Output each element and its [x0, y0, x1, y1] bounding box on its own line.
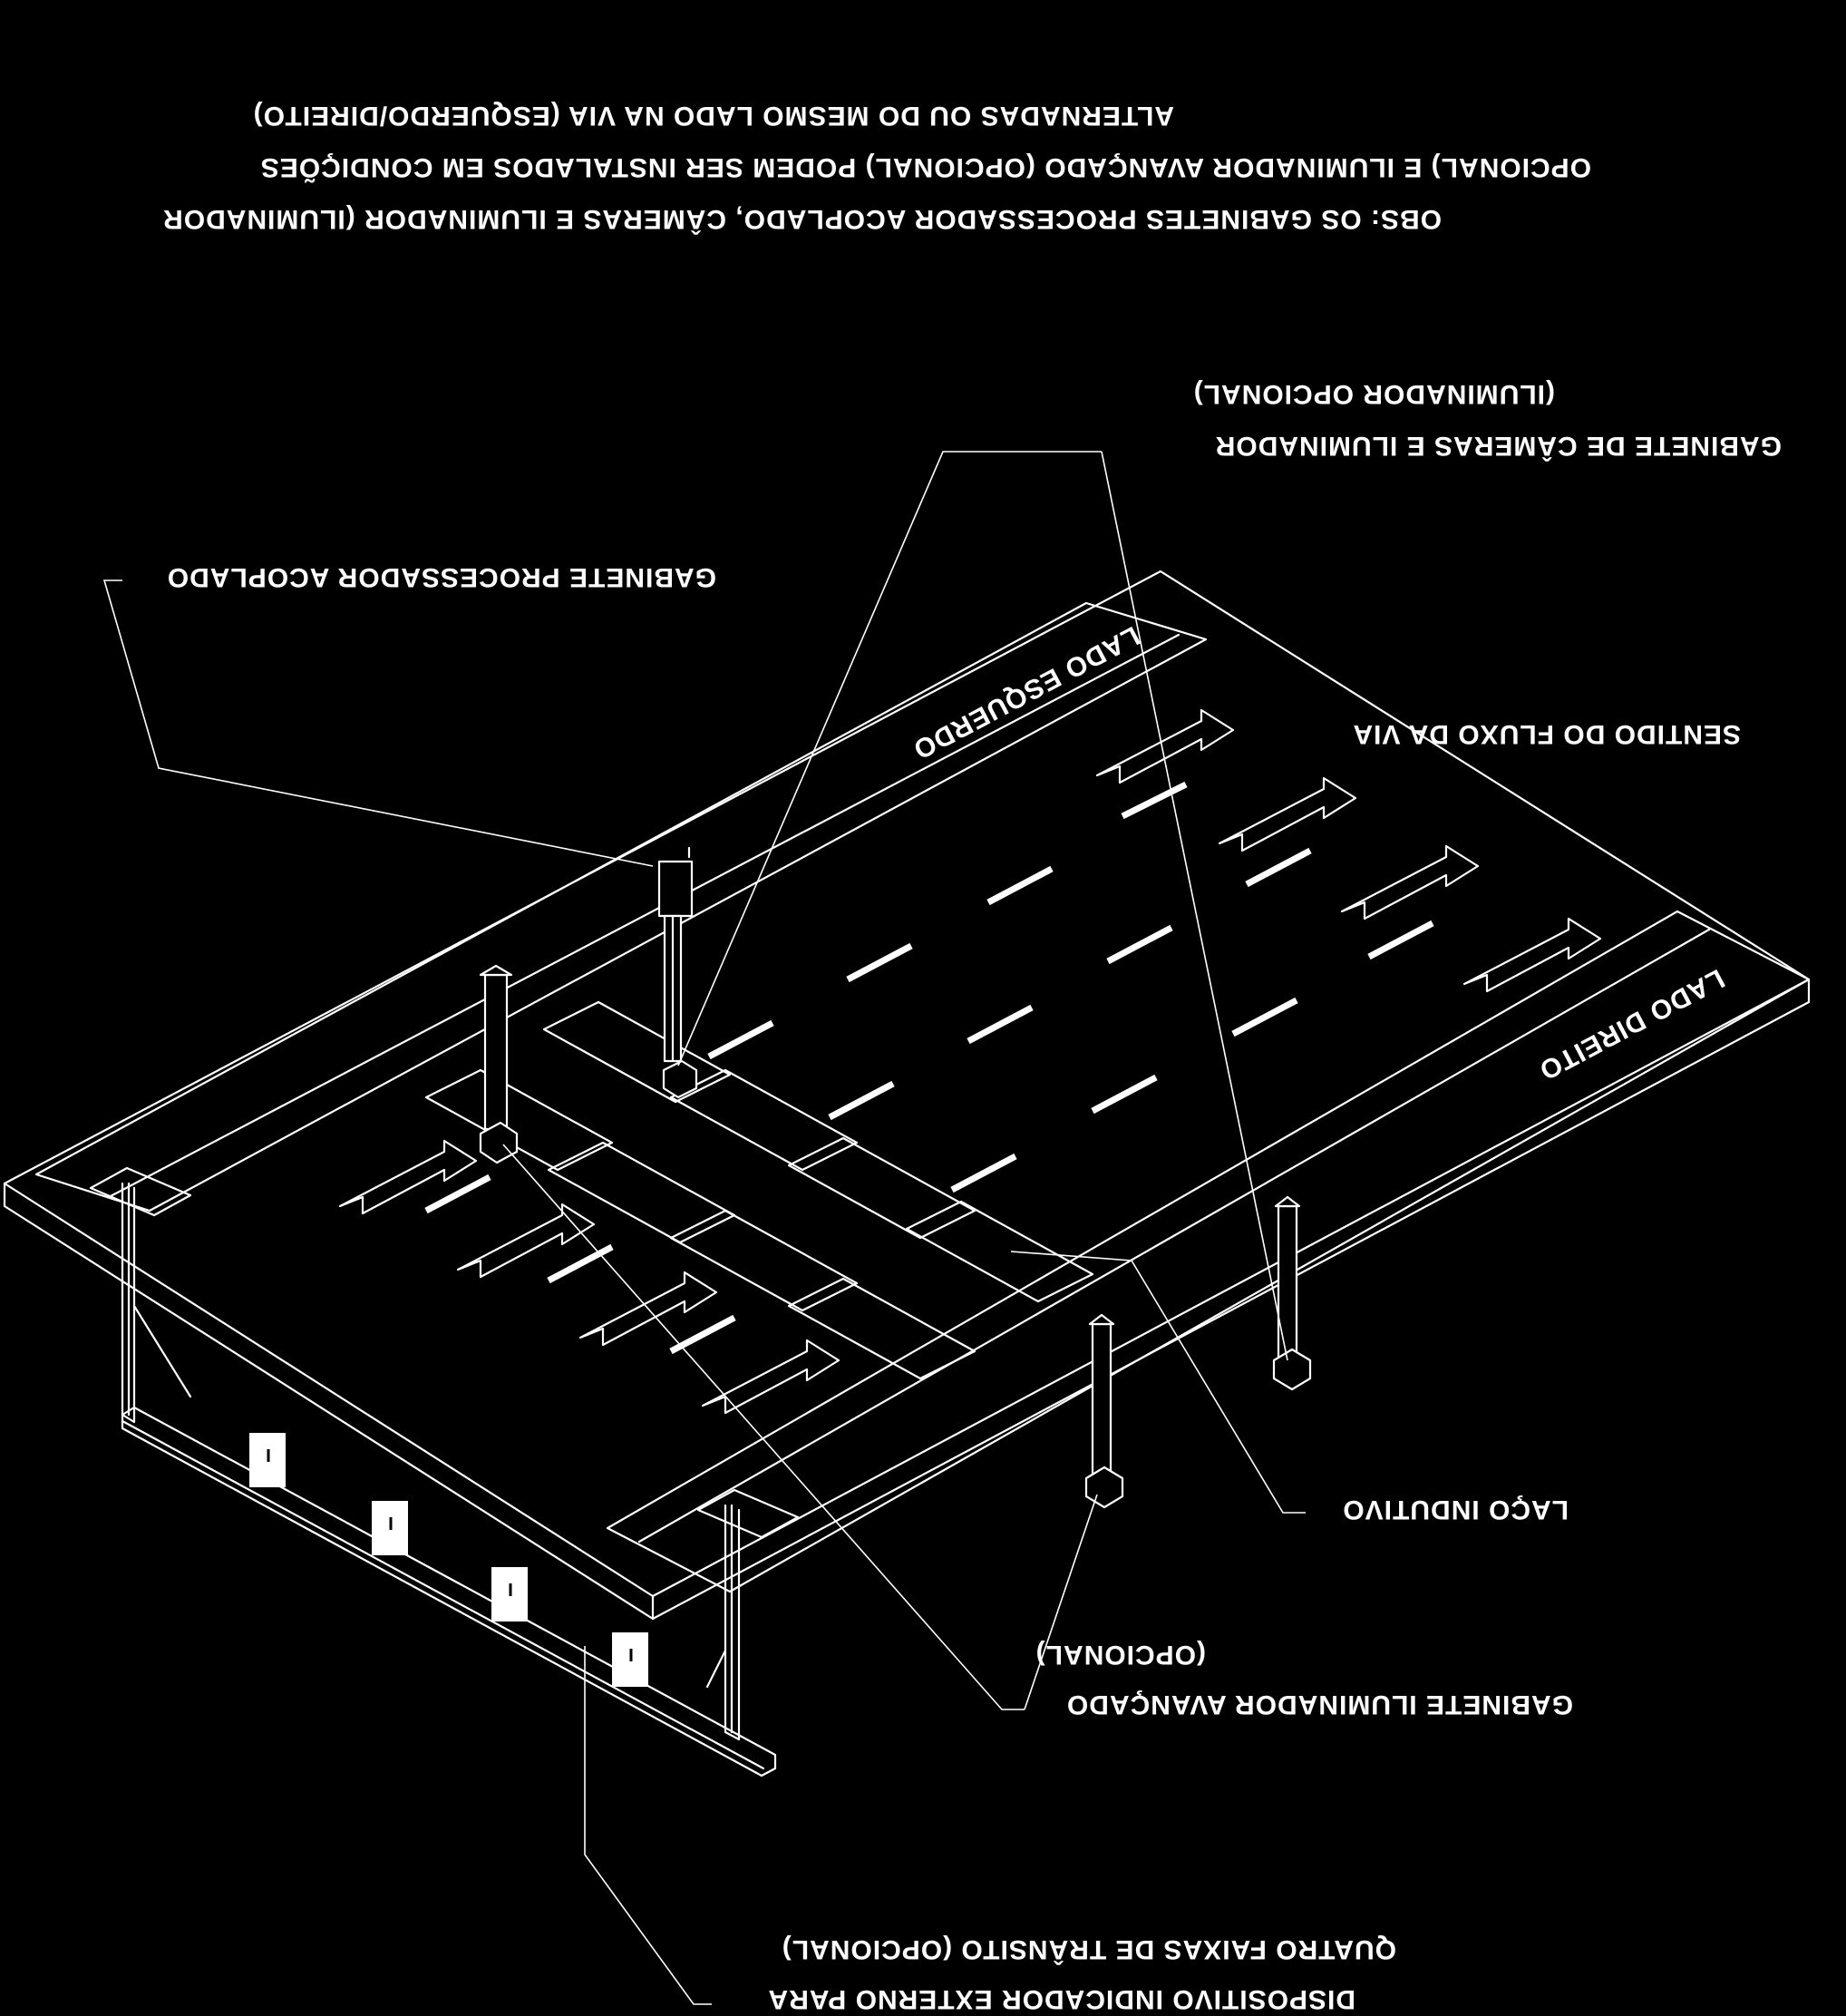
processor-cabinet-pole: [657, 846, 698, 1099]
leader-advanced-illuminator: [502, 1144, 1025, 1710]
inductive-loop: [787, 1136, 976, 1240]
road-side-face: [3, 1182, 655, 1621]
inductive-loop: [905, 1200, 1094, 1303]
lane-dash: [1245, 847, 1312, 888]
direction-arrow: [1095, 708, 1235, 784]
inductive-loop: [787, 1277, 976, 1380]
left-strip-inner-line: [107, 633, 1180, 1199]
leader-camera-cabinet-right: [1101, 451, 1288, 1361]
observation-line-3: ALTERNADAS OU DO MESMO LADO NA VIA (ESQU…: [253, 101, 1174, 131]
far-right-pole-shaft: [1277, 1204, 1298, 1362]
lane-dash: [1367, 920, 1434, 960]
external-indicator-device: [89, 1166, 800, 1777]
gantry-base-right: [696, 1488, 800, 1539]
gantry-beam-edge: [121, 1419, 765, 1770]
inductive-loop-label: LAÇO INDUTIVO: [1342, 1495, 1569, 1524]
left-side-strip: [34, 601, 1208, 1213]
gantry-base-left: [89, 1166, 192, 1217]
lane-dash: [1231, 997, 1298, 1037]
left-camera-box: [479, 1121, 519, 1164]
right-camera-pole: [1084, 1313, 1124, 1509]
external-device-label-line1: DISPOSITIVO INDICADOR EXTERNO PARA: [767, 1984, 1355, 2014]
left-camera-pole: [479, 964, 519, 1164]
left-strip-outline: [34, 601, 1208, 1213]
lane-dash: [1106, 924, 1173, 965]
far-right-pole-cap: [1274, 1195, 1301, 1208]
direction-arrows-near: [338, 1139, 840, 1415]
far-right-camera-box: [1272, 1348, 1312, 1391]
leader-processor: [102, 579, 654, 867]
leader-inductive-loop: [1010, 1251, 1306, 1514]
observation-line-2: OPCIONAL) E ILUMINADOR AVANÇADO (OPCIONA…: [260, 152, 1591, 183]
lane-dash: [707, 1019, 774, 1060]
leader-lines: [102, 451, 1306, 2005]
road-front-face: [651, 978, 1811, 1621]
observation-note: OBS: OS GABINETES PROCESSADOR ACOPLADO, …: [162, 101, 1591, 235]
external-device-label-line2: QUATRO FAIXAS DE TRÂNSITO (OPCIONAL): [782, 1934, 1396, 1965]
lane-dash: [1091, 1074, 1158, 1115]
camera-cabinet-label-line1: GABINETE DE CÂMERAS E ILUMINADOR: [1215, 431, 1782, 462]
inductive-loop: [542, 1000, 732, 1104]
lane-dash: [967, 1004, 1034, 1045]
inductive-loops: [424, 1000, 1094, 1380]
gantry-right-post: [724, 1504, 741, 1741]
direction-arrow: [701, 1339, 840, 1415]
right-strip-inner-line: [637, 928, 1711, 1544]
left-pole-cap: [479, 964, 513, 977]
processor-cabinet-label: GABINETE PROCESSADOR ACOPLADO: [167, 562, 716, 592]
direction-arrows-far: [1095, 708, 1602, 993]
leader-external-device: [584, 1646, 712, 2005]
processor-cabinet: [657, 860, 694, 918]
right-side-label: LADO DIREITO: [1534, 963, 1729, 1086]
left-pole-shaft: [483, 973, 509, 1131]
lane-dash: [424, 1174, 491, 1214]
observation-line-1: OBS: OS GABINETES PROCESSADOR ACOPLADO, …: [162, 204, 1442, 235]
lane-dash: [828, 1080, 895, 1121]
direction-arrow: [338, 1139, 478, 1215]
advanced-illuminator-label-line1: GABINETE ILUMINADOR AVANÇADO: [1066, 1690, 1573, 1719]
lane-markings: [424, 781, 1434, 1355]
lane-dash: [547, 1243, 614, 1284]
direction-arrow: [1218, 776, 1357, 852]
right-pole-shaft: [1091, 1322, 1112, 1485]
far-right-camera-pole: [1272, 1195, 1312, 1391]
gantry-beam: [121, 1406, 777, 1777]
lane-dash: [986, 865, 1054, 906]
right-side-strip: [606, 910, 1811, 1593]
leader-advanced-illuminator-2: [1024, 1494, 1098, 1710]
gantry-brace-left: [132, 1304, 192, 1398]
gantry-brace-right: [705, 1649, 727, 1689]
traffic-direction-label: SENTIDO DO FLUXO DA VIA: [1352, 719, 1741, 749]
right-strip-outline: [606, 910, 1811, 1593]
leader-camera-cabinet: [677, 451, 1102, 1066]
lane-dash: [846, 942, 913, 983]
right-pole-cap: [1088, 1313, 1115, 1326]
camera-cabinet-label-line2: (ILUMINADOR OPCIONAL): [1193, 379, 1555, 409]
direction-arrow: [1462, 917, 1602, 993]
lane-dash: [950, 1153, 1017, 1193]
direction-arrow: [578, 1271, 718, 1347]
advanced-illuminator-label-line2: (OPCIONAL): [1035, 1640, 1206, 1670]
direction-arrow: [1340, 844, 1480, 920]
lane-dash: [1121, 781, 1188, 820]
inductive-loop: [669, 1209, 859, 1312]
right-camera-box: [1084, 1466, 1124, 1509]
inductive-loop: [424, 1068, 614, 1172]
camera-cabinet-mid: [662, 1059, 698, 1099]
inductive-loop: [669, 1068, 859, 1172]
